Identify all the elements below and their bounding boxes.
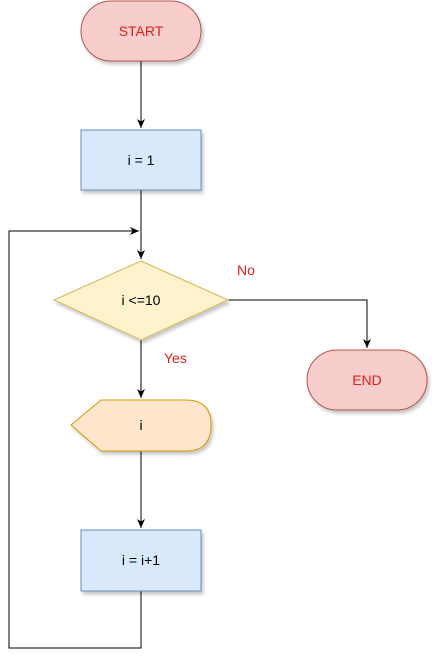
- init-node: [80, 129, 202, 191]
- start-node: [80, 0, 202, 62]
- end-node-shape: [306, 349, 428, 411]
- end-node: [306, 349, 428, 411]
- init-node-label: i = 1: [128, 152, 155, 168]
- edges: [8, 61, 371, 649]
- output-node: [70, 399, 212, 452]
- start-node-shape: [80, 0, 202, 62]
- edge-condition-no-to-end: [228, 299, 371, 348]
- increment-node-shape: [80, 529, 202, 592]
- no-edge-label: No: [237, 262, 255, 278]
- edge-increment-loop-back: [8, 227, 142, 649]
- end-node-label: END: [352, 372, 382, 388]
- condition-node: [52, 260, 230, 341]
- increment-node-label: i = i+1: [122, 552, 160, 568]
- output-node-shape: [70, 399, 212, 452]
- yes-edge-label: Yes: [164, 350, 187, 366]
- condition-node-label: i <=10: [122, 292, 161, 308]
- condition-node-shape: [52, 260, 230, 341]
- start-node-label: START: [119, 23, 164, 39]
- init-node-shape: [80, 129, 202, 191]
- increment-node: [80, 529, 202, 592]
- output-node-label: i: [139, 417, 142, 433]
